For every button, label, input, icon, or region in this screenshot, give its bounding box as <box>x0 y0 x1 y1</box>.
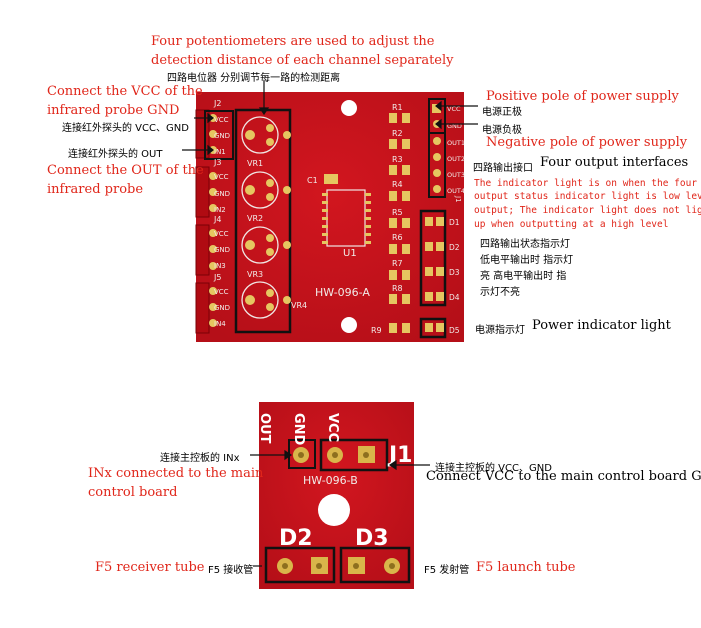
silk-d: D3 <box>449 268 460 277</box>
silk-pin-right: OUT3 <box>447 171 465 179</box>
silk-pin-right: OUT2 <box>447 155 465 163</box>
silk-pin-left: IN1 <box>214 148 226 156</box>
silk-pin-left: IN3 <box>214 262 226 270</box>
resistors <box>389 113 410 333</box>
silk-j4: J4 <box>213 215 221 224</box>
silkscreen-labels: J2J3J4J5VCCGNDIN1VCCGNDIN2VCCGNDIN3VCCGN… <box>213 99 465 335</box>
inx-annotation-cn: 连接主控板的 INx <box>160 453 240 464</box>
silk-d3: D3 <box>355 526 389 551</box>
pot-annotation-en-2: detection distance of each channel separ… <box>151 53 454 68</box>
indicator-cn-2: 低电平输出时 指示灯 <box>480 255 574 266</box>
silk-pin-left: GND <box>214 132 230 140</box>
silk-pin-left: IN2 <box>214 206 226 214</box>
indicator-cn-1: 四路输出状态指示灯 <box>480 239 570 250</box>
inx-annotation-en-1: INx connected to the main <box>88 466 264 481</box>
silk-pin-left: GND <box>214 190 230 198</box>
output-pins-box <box>428 132 446 198</box>
pot-annotation-cn: 四路电位器 分别调节每一路的检测距离 <box>167 73 341 84</box>
four-output-en: Four output interfaces <box>540 155 689 170</box>
mounting-hole <box>318 494 350 526</box>
silk-d: D5 <box>449 326 460 335</box>
silk-d: D4 <box>449 293 460 302</box>
silk-vr: VR4 <box>291 301 307 310</box>
silk-r: R5 <box>392 208 403 217</box>
out-annotation-en-1: Connect the OUT of the <box>47 163 204 178</box>
silk-r: R4 <box>392 180 403 189</box>
silk-r: R8 <box>392 284 403 293</box>
silk-r: R7 <box>392 259 403 268</box>
indicator-desc-4: up when outputting at a high level <box>474 219 669 230</box>
silk-j3: J3 <box>213 158 221 167</box>
silk-r: R2 <box>392 129 403 138</box>
receiver-tube-cn: F5 接收管 <box>208 565 254 576</box>
positive-pole-cn: 电源正极 <box>482 107 522 118</box>
silk-j5: J5 <box>213 273 221 282</box>
out-annotation-cn: 连接红外探头的 OUT <box>68 149 163 160</box>
mounting-hole <box>341 100 357 116</box>
indicator-cn-3: 亮 高电平输出时 指 <box>480 271 567 282</box>
silk-u1: U1 <box>343 248 357 259</box>
silk-vr: VR1 <box>247 159 263 168</box>
vcc-annotation-en-1: Connect the VCC of the <box>47 84 203 99</box>
vcc-gnd-annotation-en: Connect VCC to the main control board GN… <box>426 469 701 484</box>
power-indicator-cn: 电源指示灯 <box>475 325 525 336</box>
silk-pin-right: VCC <box>447 105 461 113</box>
mounting-hole <box>341 317 357 333</box>
vcc-gnd-annotation-cn: 连接主控板的 VCC、GND <box>435 463 552 474</box>
out-annotation-en-2: infrared probe <box>47 182 144 197</box>
silk-d: D2 <box>449 243 460 252</box>
pot-annotation-en-1: Four potentiometers are used to adjust t… <box>151 34 435 49</box>
silk-r: R6 <box>392 233 403 242</box>
silk-vr: VR2 <box>247 214 263 223</box>
negative-pole-en: Negative pole of power supply <box>486 135 688 150</box>
silk-model-b: HW-096-B <box>303 474 358 487</box>
silk-pin-left: GND <box>214 304 230 312</box>
silk-pin-left: VCC <box>214 116 229 124</box>
silk-pin-right: OUT4 <box>447 187 465 195</box>
indicator-desc-3: output; The indicator light does not lig… <box>474 205 701 216</box>
silk-model: HW-096-A <box>315 286 370 299</box>
four-output-cn: 四路输出接口 <box>473 163 533 174</box>
potentiometers <box>241 116 291 319</box>
silk-pin-right: OUT1 <box>447 139 465 147</box>
silk-j2: J2 <box>213 99 221 108</box>
power-indicator-en: Power indicator light <box>532 318 671 333</box>
negative-pole-cn: 电源负极 <box>482 125 522 136</box>
indicator-desc-2: output status indicator light is low lev… <box>474 191 701 202</box>
silk-j1: J1 <box>454 195 462 203</box>
silk-r: R1 <box>392 103 403 112</box>
indicator-cn-4: 示灯不亮 <box>480 287 520 298</box>
launch-tube-cn: F5 发射管 <box>424 565 470 576</box>
vcc-annotation-cn: 连接红外探头的 VCC、GND <box>62 123 189 134</box>
indicator-led-box <box>419 209 447 307</box>
inx-annotation-en-2: control board <box>88 485 178 500</box>
silk-vr: VR3 <box>247 270 263 279</box>
silk-r: R3 <box>392 155 403 164</box>
launch-tube-en: F5 launch tube <box>476 560 576 575</box>
silk-pin-left: GND <box>214 246 230 254</box>
silk-d: D1 <box>449 218 460 227</box>
power-led-box <box>419 317 447 339</box>
silk-r9: R9 <box>371 326 382 335</box>
receiver-tube-en: F5 receiver tube <box>95 560 205 575</box>
positive-pole-en: Positive pole of power supply <box>486 89 679 104</box>
silk-d2: D2 <box>279 526 313 551</box>
vcc-annotation-en-2: infrared probe GND <box>47 103 180 118</box>
pcb-board-a <box>196 92 464 342</box>
silk-pin-right: GND <box>447 122 462 130</box>
silk-gnd: GND <box>291 413 306 446</box>
silk-pin-left: VCC <box>214 230 229 238</box>
indicator-desc-1: The indicator light is on when the four <box>474 178 698 189</box>
silk-pin-left: VCC <box>214 288 229 296</box>
silk-vcc: VCC <box>325 413 340 442</box>
silk-c1: C1 <box>307 176 318 185</box>
silk-pin-left: IN4 <box>214 320 226 328</box>
silk-out: OUT <box>257 413 272 444</box>
silk-pin-left: VCC <box>214 173 229 181</box>
